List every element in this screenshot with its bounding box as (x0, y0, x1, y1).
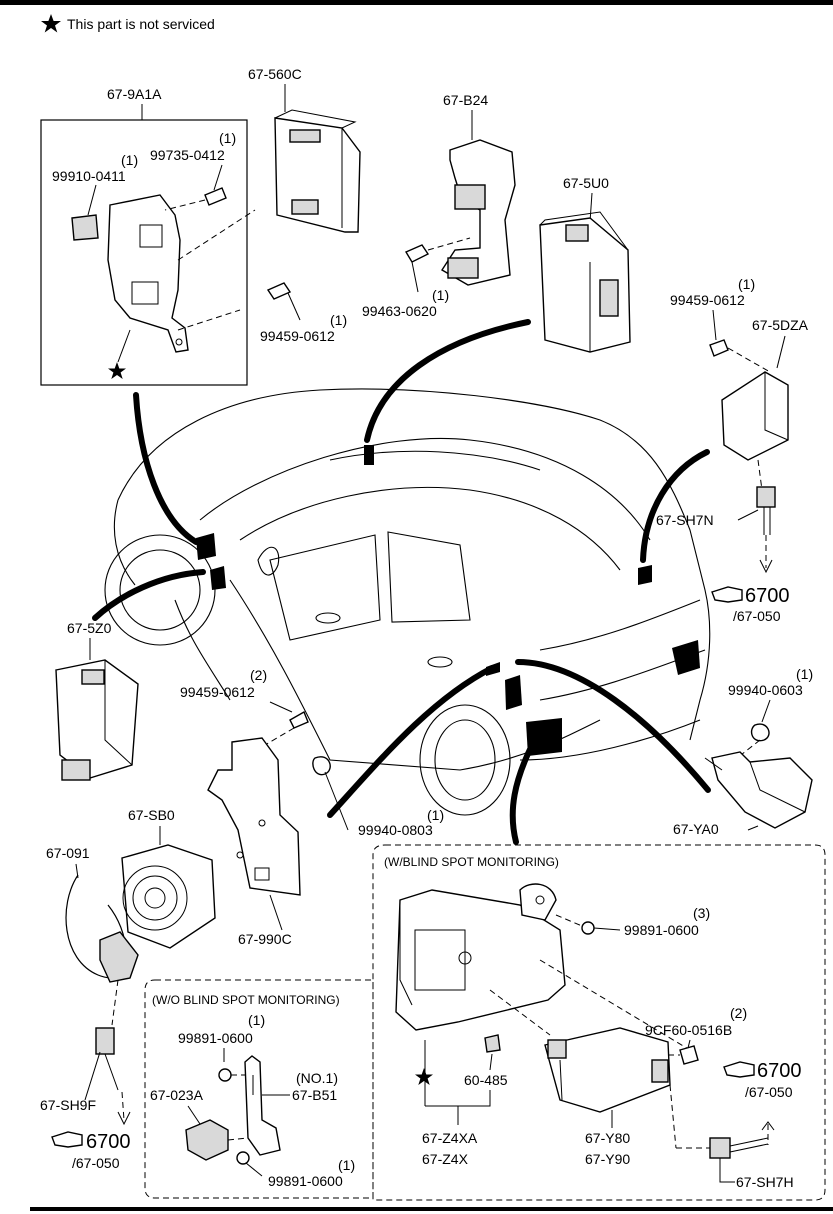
pointing-hand-icon (711, 586, 743, 603)
label-67-5Z0[interactable]: 67-5Z0 (67, 620, 112, 636)
ref3-number: 6700 (757, 1060, 802, 1082)
label-99910-0411-qty: (1) (121, 152, 138, 168)
ref2-subnumber: /67-050 (72, 1155, 120, 1171)
label-99891-0600-b-qty: (1) (338, 1157, 355, 1173)
label-99459-0612-b[interactable]: 99459-0612 (670, 292, 745, 308)
module-67-5U0 (539, 217, 631, 353)
siren-67-SB0 (121, 844, 216, 949)
group-67-990C: (2) 99459-0612 67-990C (1) 99940-0803 (180, 667, 444, 947)
label-99891-0600-a[interactable]: 99891-0600 (178, 1030, 253, 1046)
label-67-B51[interactable]: 67-B51 (292, 1087, 337, 1103)
label-99735-0412[interactable]: 99735-0412 (150, 147, 225, 163)
label-99940-0603-qty: (1) (796, 666, 813, 682)
bracket-67-9A1A (107, 194, 189, 353)
module-67-023A (185, 1119, 229, 1161)
label-67-Y90[interactable]: 67-Y90 (585, 1151, 630, 1167)
label-67-YA0[interactable]: 67-YA0 (673, 821, 719, 837)
label-67-5U0[interactable]: 67-5U0 (563, 175, 609, 191)
group-wo-blind-spot: (W/O BLIND SPOT MONITORING) (1) 99891-06… (144, 979, 374, 1199)
group-box (40, 119, 248, 386)
note-text: This part is not serviced (67, 16, 215, 32)
car-illustration (92, 319, 711, 845)
label-67-SH9F[interactable]: 67-SH9F (40, 1097, 96, 1113)
label-99940-0803[interactable]: 99940-0803 (358, 822, 433, 838)
label-9CF60-0516B-qty: (2) (730, 1005, 747, 1021)
label-9CF60-0516B[interactable]: 9CF60-0516B (645, 1022, 732, 1038)
module-67-5DZA (721, 371, 789, 461)
ref1-subnumber: /67-050 (733, 608, 781, 624)
label-67-560C[interactable]: 67-560C (248, 66, 302, 82)
label-67-091[interactable]: 67-091 (46, 845, 90, 861)
label-60-485[interactable]: 60-485 (464, 1072, 508, 1088)
group-67-YA0: (1) 99940-0603 67-YA0 (673, 666, 813, 837)
group-w-blind-spot: (W/BLIND SPOT MONITORING) (3) 99891-0600… (372, 844, 826, 1201)
screw-99735-0412 (204, 164, 227, 206)
label-99463-0620-qty: (1) (432, 287, 449, 303)
top-border (0, 0, 833, 5)
label-99891-0600-b[interactable]: 99891-0600 (268, 1173, 343, 1189)
group-67-5U0: 67-5U0 (539, 175, 631, 353)
connector-99910-0411 (71, 214, 99, 241)
label-99891-0600-a-qty: (1) (248, 1012, 265, 1028)
group-67-5DZA: (1) 99459-0612 67-5DZA 67-SH7N (656, 276, 809, 574)
star-icon (108, 362, 126, 379)
group-67-SB0: 67-SB0 67-091 67-SH9F (40, 807, 216, 1126)
star-icon (41, 14, 61, 33)
bracket-67-B51 (244, 1055, 281, 1156)
group-67-B24: 67-B24 (1) 99463-0620 (362, 92, 516, 319)
label-67-SH7N[interactable]: 67-SH7N (656, 512, 714, 528)
pointing-hand-icon (723, 1061, 755, 1078)
group-67-9A1A: 67-9A1A (1) 99910-0411 (1) 99735-0412 (40, 86, 256, 386)
label-67-5DZA[interactable]: 67-5DZA (752, 317, 809, 333)
not-serviced-note: This part is not serviced (41, 14, 215, 33)
label-67-SH7H[interactable]: 67-SH7H (736, 1174, 794, 1190)
label-67-023A[interactable]: 67-023A (150, 1087, 204, 1103)
ref1-number: 6700 (745, 585, 790, 607)
label-99891-0600-c[interactable]: 99891-0600 (624, 922, 699, 938)
label-99459-0612-a-qty: (1) (330, 312, 347, 328)
label-67-Z4XA[interactable]: 67-Z4XA (422, 1130, 478, 1146)
w-bsm-title: (W/BLIND SPOT MONITORING) (384, 855, 559, 869)
group-99459-0612-a: (1) 99459-0612 (260, 282, 347, 344)
label-67-B24[interactable]: 67-B24 (443, 92, 488, 108)
relay-67-YA0 (711, 751, 813, 829)
label-67-Z4X[interactable]: 67-Z4X (422, 1151, 469, 1167)
group-67-560C: 67-560C (248, 66, 361, 233)
ref3-subnumber: /67-050 (745, 1084, 793, 1100)
bottom-border (30, 1207, 833, 1211)
star-icon (415, 1068, 433, 1085)
label-99463-0620[interactable]: 99463-0620 (362, 303, 437, 319)
ref-6700-2[interactable]: 6700 /67-050 (51, 1131, 131, 1171)
label-99910-0411[interactable]: 99910-0411 (52, 168, 126, 184)
ref2-number: 6700 (86, 1131, 131, 1153)
group-67-5Z0: 67-5Z0 (55, 620, 139, 781)
label-99459-0612-b-qty: (1) (738, 276, 755, 292)
label-99940-0803-qty: (1) (427, 807, 444, 823)
label-67-990C[interactable]: 67-990C (238, 931, 292, 947)
ref-6700-3[interactable]: 6700 /67-050 (723, 1060, 802, 1100)
label-99459-0612-c[interactable]: 99459-0612 (180, 684, 255, 700)
label-99459-0612-c-qty: (2) (250, 667, 267, 683)
ref-6700-1[interactable]: 6700 /67-050 (711, 585, 790, 624)
label-67-9A1A[interactable]: 67-9A1A (107, 86, 162, 102)
bracket-67-990C (207, 737, 301, 896)
label-67-SB0[interactable]: 67-SB0 (128, 807, 175, 823)
label-99891-0600-c-qty: (3) (693, 905, 710, 921)
label-99459-0612-a[interactable]: 99459-0612 (260, 328, 335, 344)
label-99735-0412-qty: (1) (219, 130, 236, 146)
wo-bsm-title: (W/O BLIND SPOT MONITORING) (152, 993, 340, 1007)
label-99940-0603[interactable]: 99940-0603 (728, 682, 803, 698)
bracket-67-Z4XA (395, 889, 566, 1031)
label-67-B51-qty: (NO.1) (296, 1070, 338, 1086)
pointing-hand-icon (51, 1131, 83, 1148)
label-67-Y80[interactable]: 67-Y80 (585, 1130, 630, 1146)
